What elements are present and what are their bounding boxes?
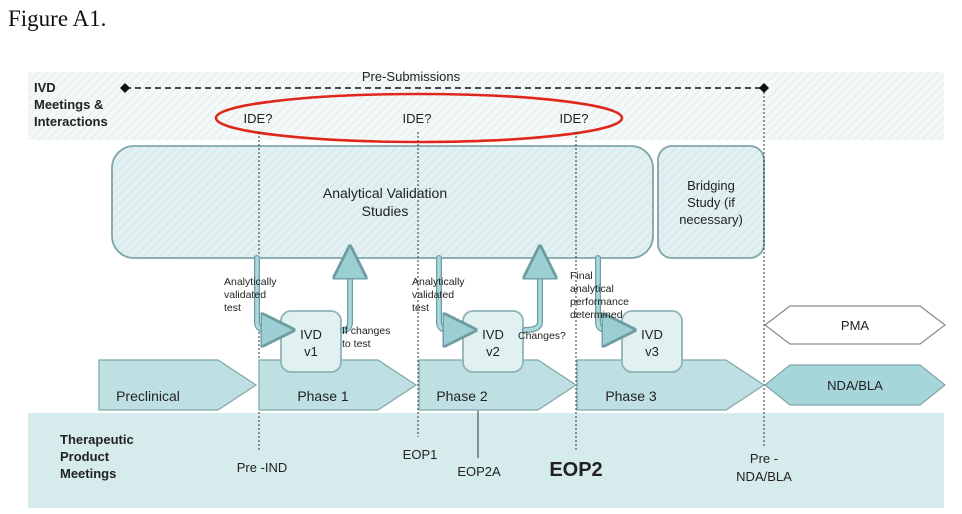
arrow-from-ivd-v2 bbox=[522, 259, 543, 333]
ivd-v1-line-1: IVD bbox=[300, 327, 322, 342]
phase-3 bbox=[576, 359, 766, 411]
annot-final-line-3: performance bbox=[570, 296, 629, 308]
ivd-v2-line-1: IVD bbox=[482, 327, 504, 342]
analytical-validation-line-1: Analytical Validation bbox=[323, 185, 447, 201]
annot-validated-1-line-3: test bbox=[224, 302, 241, 314]
ide-highlight-ellipse bbox=[214, 92, 624, 144]
phase-preclinical-label: Preclinical bbox=[116, 388, 180, 404]
pma-hexagon bbox=[764, 305, 946, 345]
ivd-v3-line-2: v3 bbox=[645, 344, 659, 359]
phase-preclinical bbox=[98, 359, 258, 411]
milestone-eop2: EOP2 bbox=[549, 459, 602, 481]
pma-label: PMA bbox=[841, 318, 870, 333]
milestone-eop2a: EOP2A bbox=[457, 464, 501, 479]
annot-changes-2: Changes? bbox=[518, 330, 566, 342]
ide-label-2: IDE? bbox=[403, 111, 432, 126]
annot-final-line-1: Final bbox=[570, 270, 593, 282]
therapeutic-row-label-1: Therapeutic bbox=[60, 432, 134, 447]
ivd-v1-line-2: v1 bbox=[304, 344, 318, 359]
ivd-v2-line-2: v2 bbox=[486, 344, 500, 359]
therapeutic-row-label-3: Meetings bbox=[60, 466, 116, 481]
annot-validated-2-line-1: Analytically bbox=[412, 276, 465, 288]
presubmissions-end-diamond bbox=[759, 83, 769, 93]
ide-label-3: IDE? bbox=[560, 111, 589, 126]
bridging-line-3: necessary) bbox=[679, 212, 743, 227]
analytical-validation-line-2: Studies bbox=[362, 203, 409, 219]
annot-validated-2-line-3: test bbox=[412, 302, 429, 314]
annot-final-line-2: analytical bbox=[570, 283, 614, 295]
annot-final-line-4: determined bbox=[570, 309, 623, 321]
milestone-eop1: EOP1 bbox=[403, 447, 438, 462]
therapeutic-row-label-2: Product bbox=[60, 449, 110, 464]
ivd-band bbox=[28, 72, 944, 140]
milestone-pre-ind: Pre -IND bbox=[237, 460, 288, 475]
annot-changes-1-line-2: to test bbox=[342, 338, 371, 350]
ide-label-1: IDE? bbox=[244, 111, 273, 126]
ivd-row-label-3: Interactions bbox=[34, 114, 108, 129]
phase-1-label: Phase 1 bbox=[297, 388, 349, 404]
annot-validated-1-line-2: validated bbox=[224, 289, 266, 301]
nda-bla-label: NDA/BLA bbox=[827, 378, 883, 393]
milestone-pre-nda-line-2: NDA/BLA bbox=[736, 469, 792, 484]
ivd-v3-line-1: IVD bbox=[641, 327, 663, 342]
annot-changes-1-line-1: If changes bbox=[342, 325, 390, 337]
bridging-line-1: Bridging bbox=[687, 178, 735, 193]
annot-validated-2-line-2: validated bbox=[412, 289, 454, 301]
phase-3-label: Phase 3 bbox=[605, 388, 657, 404]
bridging-line-2: Study (if bbox=[687, 195, 735, 210]
analytical-validation-box bbox=[111, 145, 654, 259]
ivd-row-label-2: Meetings & bbox=[34, 97, 103, 112]
phase-2-label: Phase 2 bbox=[436, 388, 488, 404]
nda-bla-hexagon bbox=[764, 364, 946, 406]
annot-validated-1-line-1: Analytically bbox=[224, 276, 277, 288]
presubmissions-start-diamond bbox=[120, 83, 130, 93]
figure-title: Figure A1. bbox=[8, 6, 107, 31]
milestone-pre-nda-line-1: Pre - bbox=[750, 451, 778, 466]
presubmissions-label: Pre-Submissions bbox=[362, 69, 461, 84]
ivd-row-label-1: IVD bbox=[34, 80, 56, 95]
therapeutic-band bbox=[28, 413, 944, 508]
